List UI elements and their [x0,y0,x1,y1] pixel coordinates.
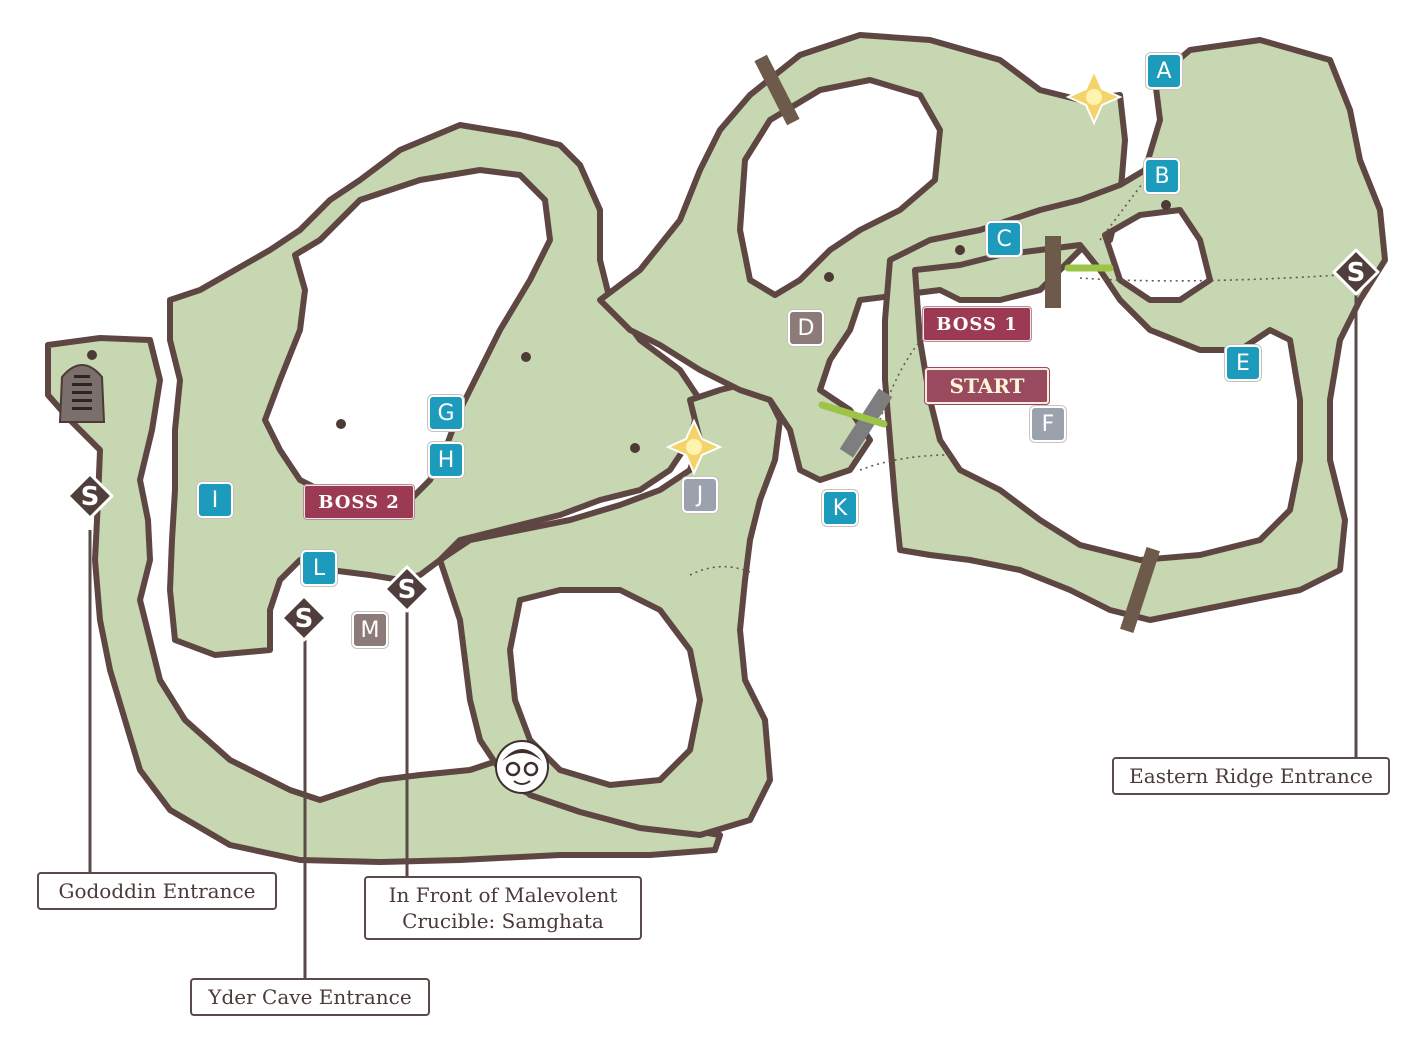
save-point-yder[interactable]: S [280,594,328,642]
start-label[interactable]: START [925,368,1049,404]
save-point-icon: S [280,594,328,642]
area-marker-f[interactable]: F [1030,406,1066,442]
hex-point-icon [630,443,640,453]
gate-icon [754,54,800,126]
hex-point-icon [955,245,965,255]
save-point-symbol: S [398,575,417,605]
hex-point-icon [87,350,97,360]
save-point-icon: S [383,565,431,613]
save-point-gododdin[interactable]: S [66,472,114,520]
save-point-symbol: S [295,604,314,634]
gates [754,54,1160,634]
central-north-loop-region [597,32,1128,483]
hex-point-icon [824,272,834,282]
location-label-malevolent-line2: Crucible: Samghata [402,909,604,933]
area-marker-l[interactable]: L [301,550,337,586]
area-marker-d[interactable]: D [788,310,824,346]
location-label-malevolent: In Front of Malevolent Crucible: Samghat… [364,876,642,940]
shrine-icon [58,363,106,423]
location-label-gododdin: Gododdin Entrance [37,872,277,910]
gate-icon [1045,236,1061,308]
save-point-malevolent[interactable]: S [383,565,431,613]
location-label-malevolent-line1: In Front of Malevolent [388,883,618,907]
landmark-stars [665,68,1123,476]
location-label-eastern: Eastern Ridge Entrance [1112,757,1390,795]
save-point-eastern[interactable]: S [1332,248,1380,296]
hex-point-icon [336,419,346,429]
area-marker-a[interactable]: A [1146,53,1182,89]
landmark-star-icon [1065,68,1123,126]
gate-icon [1120,546,1160,634]
pass-bar-icon [818,401,888,428]
boss-2-label[interactable]: BOSS 2 [304,485,414,519]
area-marker-k[interactable]: K [822,490,858,526]
area-marker-i[interactable]: I [197,482,233,518]
pass-bars [818,264,1114,428]
save-point-symbol: S [81,482,100,512]
area-marker-e[interactable]: E [1225,345,1261,381]
save-point-icon: S [66,472,114,520]
area-marker-b[interactable]: B [1144,158,1180,194]
hex-point-icon [521,352,531,362]
leader-lines [88,295,1358,980]
save-point-icon: S [1332,248,1380,296]
area-marker-j[interactable]: J [682,477,718,513]
area-marker-h[interactable]: H [428,442,464,478]
save-point-symbol: S [1347,258,1366,288]
area-marker-m[interactable]: M [352,612,388,648]
area-marker-g[interactable]: G [428,395,464,431]
location-label-yder: Yder Cave Entrance [190,978,430,1016]
area-marker-c[interactable]: C [986,221,1022,257]
gate-icon [839,388,893,458]
small-point-markers [87,200,1171,453]
boss-1-label[interactable]: BOSS 1 [923,307,1031,341]
creature-face-icon [495,740,549,794]
landmark-star-icon [665,418,723,476]
hex-point-icon [1161,200,1171,210]
